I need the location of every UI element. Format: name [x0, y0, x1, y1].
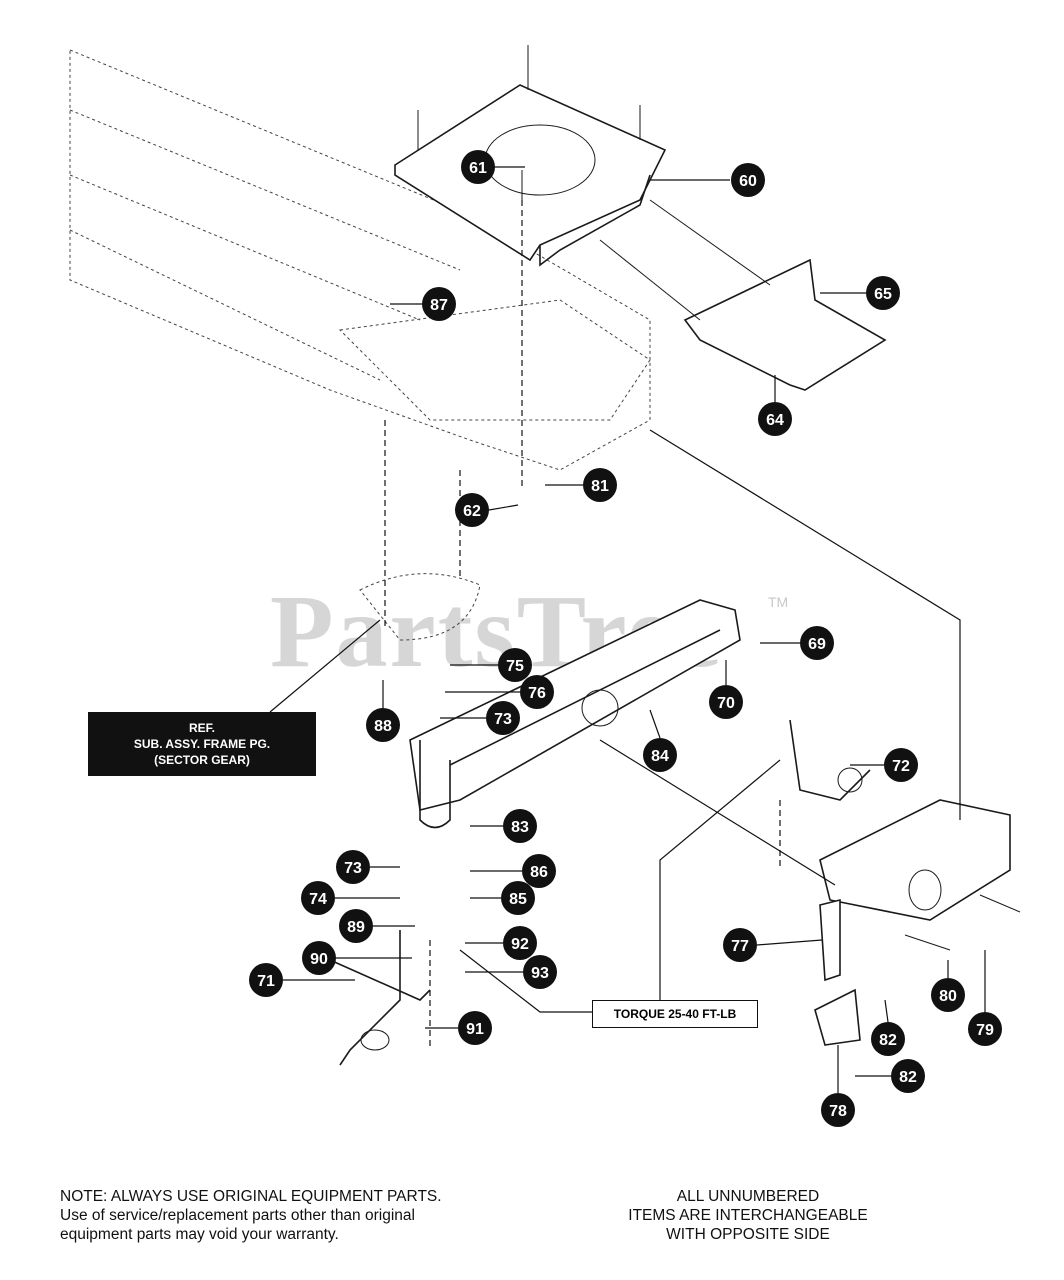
callout-85: 85 — [470, 881, 535, 915]
callout-90: 90 — [302, 941, 412, 975]
callout-89: 89 — [339, 909, 415, 943]
svg-text:61: 61 — [469, 160, 487, 177]
axle-beam — [409, 599, 741, 829]
svg-text:85: 85 — [509, 891, 527, 908]
callout-88: 88 — [366, 680, 400, 742]
svg-text:73: 73 — [344, 860, 362, 877]
warranty-note-line-2: Use of service/replacement parts other t… — [60, 1207, 415, 1224]
svg-text:79: 79 — [976, 1022, 994, 1039]
callout-82-lower: 82 — [855, 1059, 925, 1093]
interchangeable-note: ALL UNNUMBERED ITEMS ARE INTERCHANGEABLE… — [598, 1187, 898, 1244]
right-bracket-assembly — [814, 799, 1021, 1046]
svg-text:83: 83 — [511, 819, 529, 836]
left-spindle — [329, 930, 431, 1066]
svg-text:81: 81 — [591, 478, 609, 495]
right-spindle — [789, 719, 871, 801]
svg-text:70: 70 — [717, 695, 735, 712]
interchangeable-note-line-2: ITEMS ARE INTERCHANGEABLE — [628, 1207, 868, 1224]
watermark-tm: TM — [768, 594, 789, 610]
callout-61: 61 — [461, 150, 525, 184]
svg-text:72: 72 — [892, 758, 910, 775]
callout-74: 74 — [301, 881, 400, 915]
reference-line-2: SUB. ASSY. FRAME PG. — [133, 737, 271, 751]
callout-65: 65 — [820, 276, 900, 310]
callout-76: 76 — [445, 675, 554, 709]
interchangeable-note-line-1: ALL UNNUMBERED — [676, 1188, 820, 1205]
callout-77: 77 — [723, 928, 823, 962]
callout-87: 87 — [390, 287, 456, 321]
svg-text:64: 64 — [766, 412, 784, 429]
callout-71: 71 — [249, 963, 355, 997]
callout-64: 64 — [758, 375, 792, 436]
callout-72: 72 — [850, 748, 918, 782]
callout-78: 78 — [821, 1045, 855, 1127]
svg-text:88: 88 — [374, 718, 392, 735]
svg-text:75: 75 — [506, 658, 524, 675]
callout-92: 92 — [465, 926, 537, 960]
callout-80: 80 — [931, 960, 965, 1012]
reference-label: REF. SUB. ASSY. FRAME PG. (SECTOR GEAR) — [88, 712, 316, 776]
svg-text:76: 76 — [528, 685, 546, 702]
svg-text:69: 69 — [808, 636, 826, 653]
svg-text:86: 86 — [530, 864, 548, 881]
callout-79: 79 — [968, 950, 1002, 1046]
frame-reference-outline — [69, 49, 651, 641]
svg-text:71: 71 — [257, 973, 275, 990]
svg-text:92: 92 — [511, 936, 529, 953]
warranty-note-line-3: equipment parts may void your warranty. — [60, 1226, 339, 1243]
svg-text:89: 89 — [347, 919, 365, 936]
callout-70: 70 — [709, 660, 743, 719]
callout-86: 86 — [470, 854, 556, 888]
svg-text:77: 77 — [731, 938, 749, 955]
svg-text:91: 91 — [466, 1021, 484, 1038]
svg-text:84: 84 — [651, 748, 669, 765]
callout-60: 60 — [650, 163, 765, 197]
callout-73-upper: 73 — [440, 701, 520, 735]
callout-69: 69 — [760, 626, 834, 660]
svg-text:65: 65 — [874, 286, 892, 303]
warranty-note-line-1: NOTE: ALWAYS USE ORIGINAL EQUIPMENT PART… — [60, 1188, 442, 1205]
callout-84: 84 — [643, 709, 677, 772]
reference-line-3: (SECTOR GEAR) — [154, 753, 250, 767]
svg-text:82: 82 — [899, 1069, 917, 1086]
svg-text:90: 90 — [310, 951, 328, 968]
svg-text:73: 73 — [494, 711, 512, 728]
callout-62: 62 — [455, 493, 519, 527]
callout-83: 83 — [470, 809, 537, 843]
bracket-plate — [599, 199, 887, 391]
svg-text:82: 82 — [879, 1032, 897, 1049]
torque-label: TORQUE 25-40 FT-LB — [592, 1000, 758, 1028]
svg-text:74: 74 — [309, 891, 327, 908]
assembly-guides — [269, 200, 961, 1050]
callout-93: 93 — [465, 955, 557, 989]
callout-91: 91 — [425, 1011, 492, 1045]
callout-75: 75 — [450, 648, 532, 682]
svg-text:78: 78 — [829, 1103, 847, 1120]
interchangeable-note-line-3: WITH OPPOSITE SIDE — [666, 1226, 830, 1243]
svg-text:93: 93 — [531, 965, 549, 982]
callout-82-upper: 82 — [871, 999, 905, 1056]
svg-text:80: 80 — [939, 988, 957, 1005]
warranty-note: NOTE: ALWAYS USE ORIGINAL EQUIPMENT PART… — [60, 1187, 530, 1244]
mounting-plate — [394, 45, 667, 267]
svg-text:60: 60 — [739, 173, 757, 190]
reference-line-1: REF. — [188, 721, 215, 735]
svg-text:87: 87 — [430, 297, 448, 314]
callout-73-lower: 73 — [336, 850, 400, 884]
svg-text:62: 62 — [463, 503, 481, 520]
callout-81: 81 — [545, 468, 617, 502]
callouts: 60 61 65 64 87 81 62 69 75 76 70 73 88 8… — [249, 150, 1002, 1127]
